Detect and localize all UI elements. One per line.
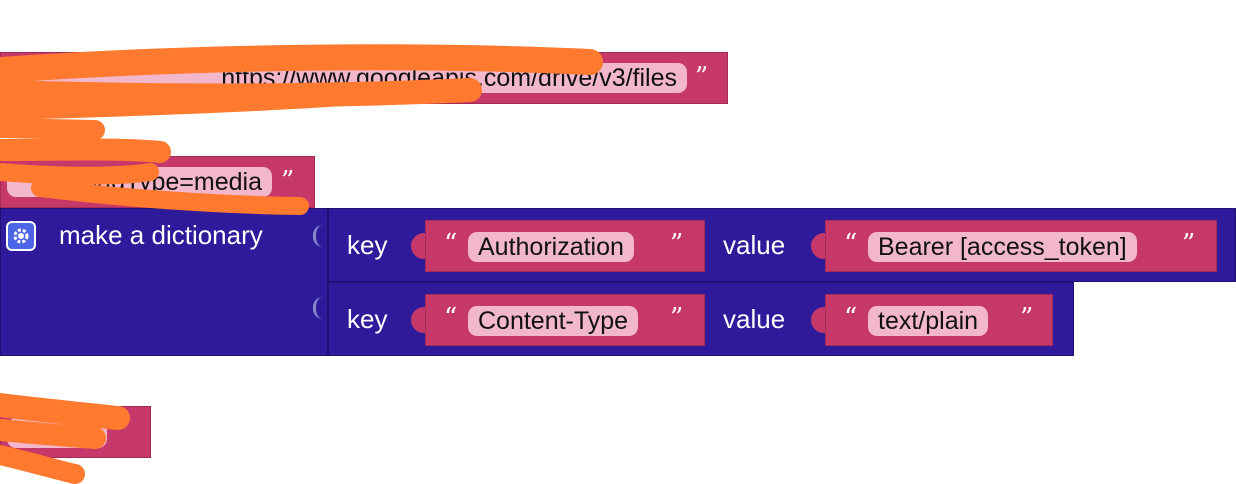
gear-icon[interactable]: [6, 221, 36, 251]
query-text-block[interactable]: uploadType=media ”: [0, 156, 315, 208]
pair-value-label: value: [723, 230, 786, 260]
key-text-block[interactable]: “ Authorization ”: [425, 220, 705, 272]
bottom-text-value[interactable]: n: [7, 418, 107, 448]
pair-key-label: key: [347, 230, 388, 260]
quote-close-icon: ”: [117, 416, 131, 446]
key-socket: [411, 307, 425, 333]
pair-socket-notch: [313, 225, 323, 247]
url-text-block[interactable]: https://www.googleapis.com/drive/v3/file…: [0, 52, 728, 104]
quote-close-icon: ”: [670, 229, 684, 259]
quote-close-icon: ”: [1020, 303, 1034, 333]
query-text-value[interactable]: uploadType=media: [7, 167, 272, 197]
quote-close-icon: ”: [695, 62, 709, 92]
value-text-block[interactable]: “ text/plain ”: [825, 294, 1053, 346]
key-text-block[interactable]: “ Content-Type ”: [425, 294, 705, 346]
quote-open-icon: “: [844, 303, 858, 333]
quote-open-icon: “: [444, 303, 458, 333]
value-text-block[interactable]: “ Bearer [access_token] ”: [825, 220, 1217, 272]
key-text-value[interactable]: Content-Type: [468, 306, 639, 336]
quote-close-icon: ”: [281, 166, 295, 196]
pair-value-label: value: [723, 304, 786, 334]
quote-open-icon: “: [844, 229, 858, 259]
value-socket: [811, 307, 825, 333]
value-socket: [811, 233, 825, 259]
dictionary-title: make a dictionary: [59, 220, 263, 250]
value-text-value[interactable]: text/plain: [868, 306, 989, 336]
pair-block[interactable]: key “ Content-Type ” value “ text/plain …: [328, 282, 1074, 356]
bottom-text-block[interactable]: n ”: [0, 406, 151, 458]
value-text-value[interactable]: Bearer [access_token]: [868, 232, 1137, 262]
key-text-value[interactable]: Authorization: [468, 232, 634, 262]
key-socket: [411, 233, 425, 259]
pair-block[interactable]: key “ Authorization ” value “ Bearer [ac…: [328, 208, 1236, 282]
pair-socket-notch: [313, 297, 323, 319]
url-text-value[interactable]: https://www.googleapis.com/drive/v3/file…: [7, 63, 687, 93]
quote-close-icon: ”: [670, 303, 684, 333]
make-dictionary-block[interactable]: make a dictionary: [0, 208, 328, 356]
quote-open-icon: “: [444, 229, 458, 259]
pair-key-label: key: [347, 304, 388, 334]
quote-close-icon: ”: [1182, 229, 1196, 259]
